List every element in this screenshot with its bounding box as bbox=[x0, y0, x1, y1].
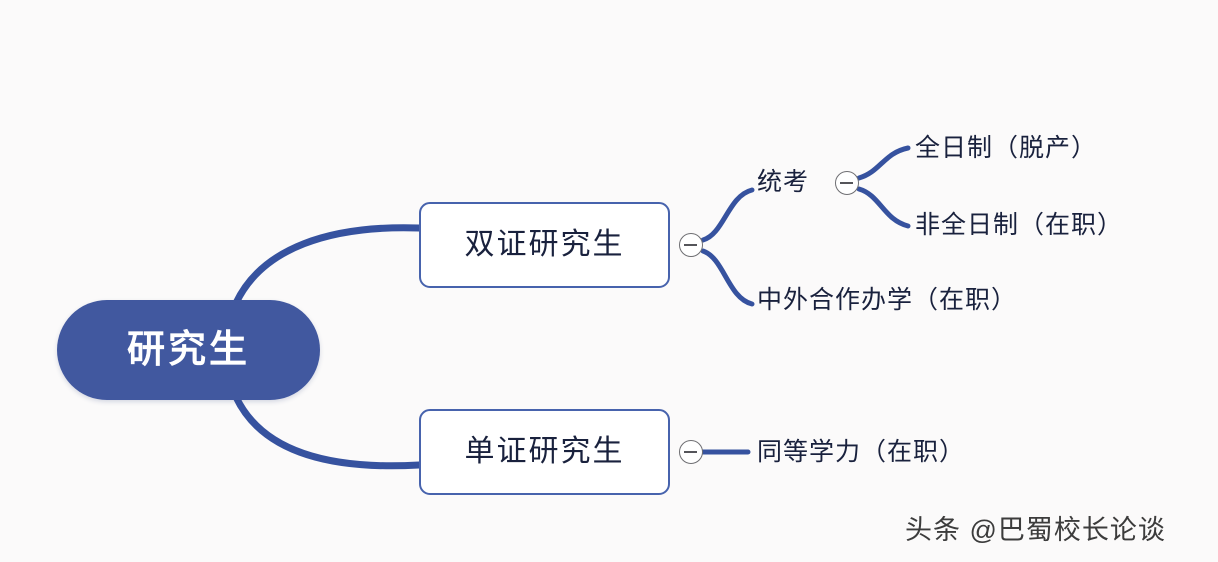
edge-shuangzheng-to-joint bbox=[700, 248, 755, 307]
branch-node-danzheng[interactable]: 单证研究生 bbox=[419, 409, 670, 495]
minus-circle-icon-danzheng[interactable] bbox=[679, 440, 703, 464]
root-node[interactable]: 研究生 bbox=[57, 300, 320, 400]
edge-tongkao-to-fulltime bbox=[856, 145, 911, 181]
root-node-label: 研究生 bbox=[126, 329, 250, 371]
leaf-node-parttime[interactable]: 非全日制（在职） bbox=[915, 211, 1124, 239]
edge-root-to-shuangzheng bbox=[232, 224, 423, 307]
branch-node-label: 单证研究生 bbox=[464, 435, 625, 468]
edge-root-to-danzheng bbox=[232, 393, 423, 470]
minus-circle-icon-shuangzheng[interactable] bbox=[679, 233, 703, 257]
branch-node-label: 双证研究生 bbox=[464, 228, 625, 261]
branch-node-shuangzheng[interactable]: 双证研究生 bbox=[419, 202, 670, 288]
leaf-node-equivalent[interactable]: 同等学力（在职） bbox=[757, 438, 966, 466]
leaf-node-joint-program[interactable]: 中外合作办学（在职） bbox=[757, 286, 1018, 314]
edge-shuangzheng-to-tongkao bbox=[700, 187, 755, 243]
leaf-node-tongkao[interactable]: 统考 bbox=[757, 168, 810, 196]
leaf-node-fulltime[interactable]: 全日制（脱产） bbox=[915, 134, 1098, 162]
edge-tongkao-to-parttime bbox=[856, 186, 911, 229]
watermark: 头条 @巴蜀校长论谈 bbox=[905, 515, 1166, 545]
minus-circle-icon-tongkao[interactable] bbox=[835, 171, 859, 195]
